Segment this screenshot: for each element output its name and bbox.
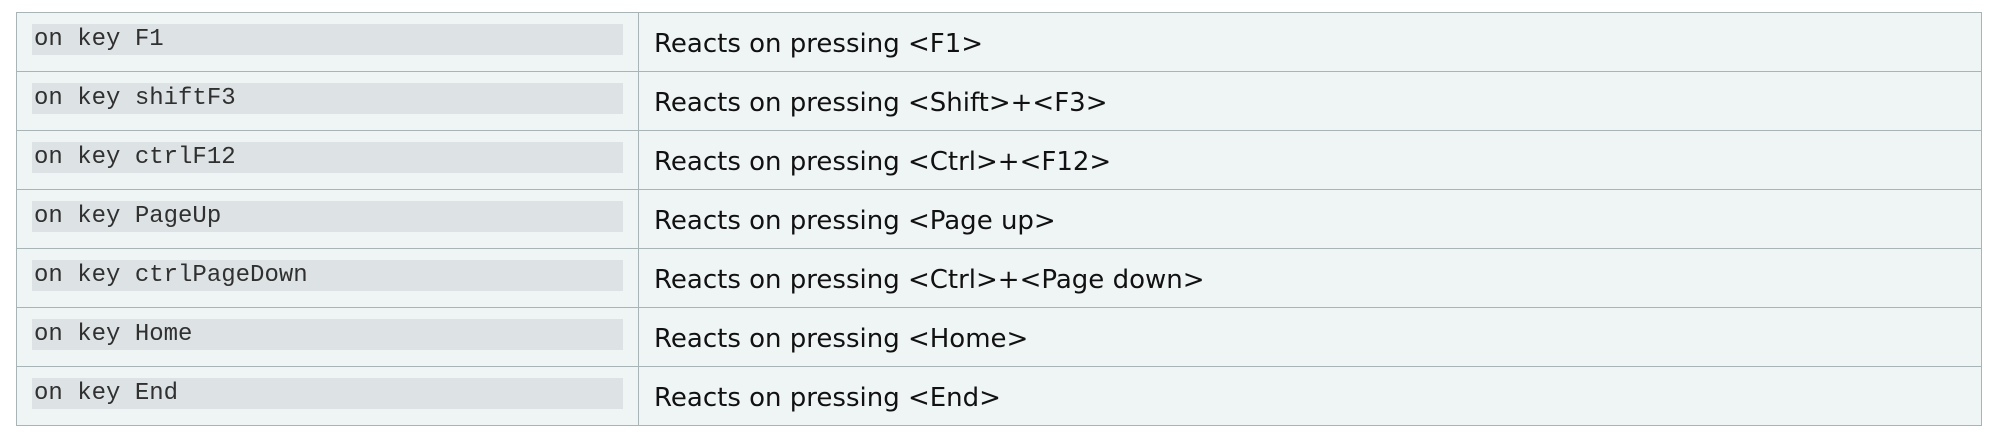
description-text: Reacts on pressing <F1> [654,29,984,59]
code-snippet: on key Home [32,318,623,350]
code-cell: on key shiftF3 [16,71,639,131]
table-row: on key PageUp Reacts on pressing <Page u… [16,189,1982,249]
table-row: on key F1 Reacts on pressing <F1> [16,12,1982,72]
description-cell: Reacts on pressing <End> [638,366,1982,426]
description-text: Reacts on pressing <Ctrl>+<F12> [654,147,1112,177]
description-cell: Reacts on pressing <Page up> [638,189,1982,249]
code-cell: on key End [16,366,639,426]
key-events-table: on key F1 Reacts on pressing <F1> on key… [16,12,1982,426]
description-text: Reacts on pressing <End> [654,383,1001,413]
description-text: Reacts on pressing <Ctrl>+<Page down> [654,265,1205,295]
code-snippet: on key shiftF3 [32,82,623,114]
table-row: on key shiftF3 Reacts on pressing <Shift… [16,71,1982,131]
code-cell: on key F1 [16,12,639,72]
description-cell: Reacts on pressing <F1> [638,12,1982,72]
code-cell: on key ctrlPageDown [16,248,639,308]
description-text: Reacts on pressing <Home> [654,324,1029,354]
table-row: on key End Reacts on pressing <End> [16,366,1982,426]
description-text: Reacts on pressing <Shift>+<F3> [654,88,1108,118]
table-row: on key ctrlPageDown Reacts on pressing <… [16,248,1982,308]
code-cell: on key PageUp [16,189,639,249]
description-cell: Reacts on pressing <Shift>+<F3> [638,71,1982,131]
description-cell: Reacts on pressing <Home> [638,307,1982,367]
description-text: Reacts on pressing <Page up> [654,206,1056,236]
description-cell: Reacts on pressing <Ctrl>+<F12> [638,130,1982,190]
table-row: on key ctrlF12 Reacts on pressing <Ctrl>… [16,130,1982,190]
code-cell: on key ctrlF12 [16,130,639,190]
code-cell: on key Home [16,307,639,367]
code-snippet: on key PageUp [32,200,623,232]
table-row: on key Home Reacts on pressing <Home> [16,307,1982,367]
key-events-table-container: on key F1 Reacts on pressing <F1> on key… [16,12,1982,426]
code-snippet: on key ctrlF12 [32,141,623,173]
code-snippet: on key End [32,377,623,409]
description-cell: Reacts on pressing <Ctrl>+<Page down> [638,248,1982,308]
code-snippet: on key ctrlPageDown [32,259,623,291]
code-snippet: on key F1 [32,23,623,55]
